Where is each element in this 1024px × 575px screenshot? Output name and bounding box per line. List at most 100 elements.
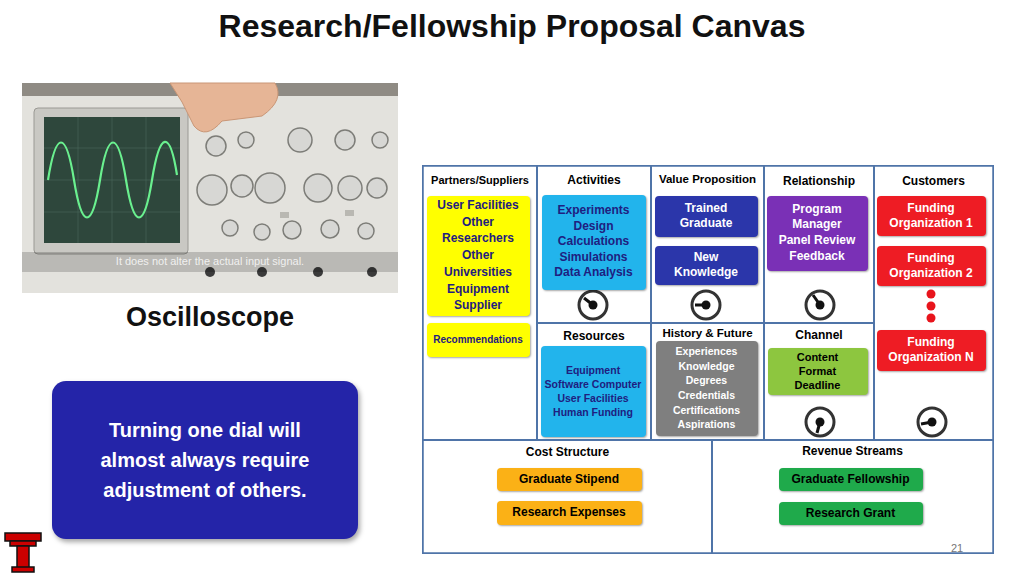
hand: [170, 83, 278, 132]
box-text: Experiences Knowledge Degrees Credential…: [660, 344, 754, 432]
instrument-buttons: [345, 210, 354, 216]
dial-symbol: [695, 304, 706, 307]
video-caption: It does not alter the actual input signa…: [22, 255, 398, 267]
caption-band: [22, 252, 398, 272]
instrument-buttons: [200, 110, 354, 218]
dial-symbol: [918, 408, 946, 436]
box-text: Graduate Fellowship: [791, 472, 909, 486]
instrument-knobs: [338, 176, 362, 200]
cell-heading: Relationship: [764, 174, 874, 188]
instrument-knobs: [367, 178, 387, 198]
cell-heading: Activities: [537, 173, 651, 187]
instrument-knobs: [372, 132, 388, 148]
box-text: Program Manager Panel Review Feedback: [776, 202, 859, 264]
instrument-knobs: [288, 128, 312, 152]
box-text: Research Expenses: [512, 505, 625, 519]
sine-trace: [48, 142, 177, 218]
box-text: Graduate Stipend: [519, 472, 619, 486]
slide-title: Research/Fellowship Proposal Canvas: [0, 8, 1024, 45]
dial-symbol: [584, 298, 593, 305]
dial-symbol: [579, 291, 607, 319]
box-text: Content Format Deadline: [782, 350, 854, 393]
customer-box: Funding Organization N: [877, 330, 986, 371]
value-box: New Knowledge: [655, 246, 758, 285]
canvas-cell: Partners/SuppliersUser Facilities Other …: [422, 165, 538, 441]
cell-heading: History & Future: [651, 327, 764, 339]
dial-symbol: [817, 422, 820, 433]
canvas-cell: Value PropositionTrained GraduateNew Kno…: [650, 165, 765, 324]
screen-grid: [78, 117, 79, 243]
dial-symbol: [806, 291, 834, 319]
university-logo: [5, 533, 41, 541]
revenue-box: Graduate Fellowship: [779, 468, 923, 491]
dial-symbol: [806, 408, 834, 436]
canvas-cell: RelationshipProgram Manager Panel Review…: [763, 165, 875, 324]
instrument-knobs: [321, 220, 339, 238]
screen-grid: [112, 117, 113, 243]
dial-symbol: [918, 408, 946, 436]
value-box: Trained Graduate: [655, 196, 758, 237]
resource-box: Equipment Software Computer User Facilit…: [541, 346, 646, 437]
customer-box: Funding Organization 1: [877, 196, 986, 236]
instrument-buttons: [280, 212, 289, 218]
illustration-label: Oscilloscope: [22, 302, 398, 333]
oscilloscope-photo: [22, 83, 398, 293]
instrument-knobs: [206, 136, 226, 156]
page-number: 21: [942, 542, 972, 554]
canvas-cell: ActivitiesExperiments Design Calculation…: [536, 165, 652, 324]
cost-box: Graduate Stipend: [497, 468, 642, 491]
screen: [44, 117, 180, 243]
dial-symbol: [806, 291, 834, 319]
instrument-knobs: [197, 128, 388, 240]
box-text: Equipment Software Computer User Facilit…: [545, 363, 642, 420]
university-logo: [12, 567, 34, 572]
dial-symbol: [921, 422, 932, 424]
dial-symbol: [813, 295, 820, 305]
box-text: Funding Organization 1: [881, 201, 982, 231]
box-text: Experiments Design Calculations Simulati…: [548, 203, 640, 281]
instrument-knobs: [304, 174, 332, 202]
university-logo: [5, 533, 41, 572]
canvas-cell: Cost StructureGraduate StipendResearch E…: [422, 439, 713, 554]
photo-background: [22, 83, 398, 293]
canvas-cell: ResourcesEquipment Software Computer Use…: [536, 322, 652, 441]
canvas-cell: Revenue StreamsGraduate FellowshipResear…: [711, 439, 994, 554]
cell-heading: Channel: [764, 328, 874, 342]
box-text: Research Grant: [806, 506, 895, 520]
ellipsis-dots: [927, 290, 936, 323]
dial-symbol: [806, 408, 834, 436]
instrument-knobs: [335, 130, 355, 150]
canvas-cell: CustomersFunding Organization 1 Funding O…: [873, 165, 994, 441]
cell-heading: Revenue Streams: [712, 444, 993, 458]
screen-bezel: [34, 108, 188, 254]
ellipsis-dots: [927, 302, 936, 311]
instrument-knobs: [238, 132, 254, 148]
instrument-knobs: [254, 224, 270, 240]
box-text: Recommendations: [433, 334, 522, 346]
relationship-box: Program Manager Panel Review Feedback: [767, 196, 868, 271]
canvas-cell: History & FutureExperiences Knowledge De…: [650, 322, 765, 441]
instrument-knobs: [222, 220, 238, 236]
screen-grid: [44, 117, 180, 243]
customer-box: Funding Organization 2: [877, 246, 986, 286]
ellipsis-dots: [927, 290, 936, 299]
instrument-knobs: [255, 173, 285, 203]
instrument-knobs: [197, 175, 227, 205]
dial-symbol: [579, 291, 607, 319]
box-text: Funding Organization N: [881, 335, 982, 365]
cell-heading: Value Proposition: [651, 173, 764, 185]
cost-box: Research Expenses: [497, 501, 642, 525]
callout-text: Turning one dial will almost always requ…: [88, 415, 322, 505]
dial-symbol: [692, 291, 720, 319]
box-text: New Knowledge: [663, 250, 750, 280]
instrument-knobs: [283, 221, 301, 239]
box-text: Funding Organization 2: [881, 251, 982, 281]
instrument-knobs: [231, 175, 253, 197]
history-box: Experiences Knowledge Degrees Credential…: [656, 341, 758, 436]
canvas-cell: ChannelContent Format Deadline: [763, 322, 875, 441]
cell-heading: Customers: [874, 174, 993, 188]
cell-heading: Partners/Suppliers: [423, 174, 537, 186]
box-text: Trained Graduate: [663, 201, 750, 231]
channel-box: Content Format Deadline: [768, 348, 868, 395]
